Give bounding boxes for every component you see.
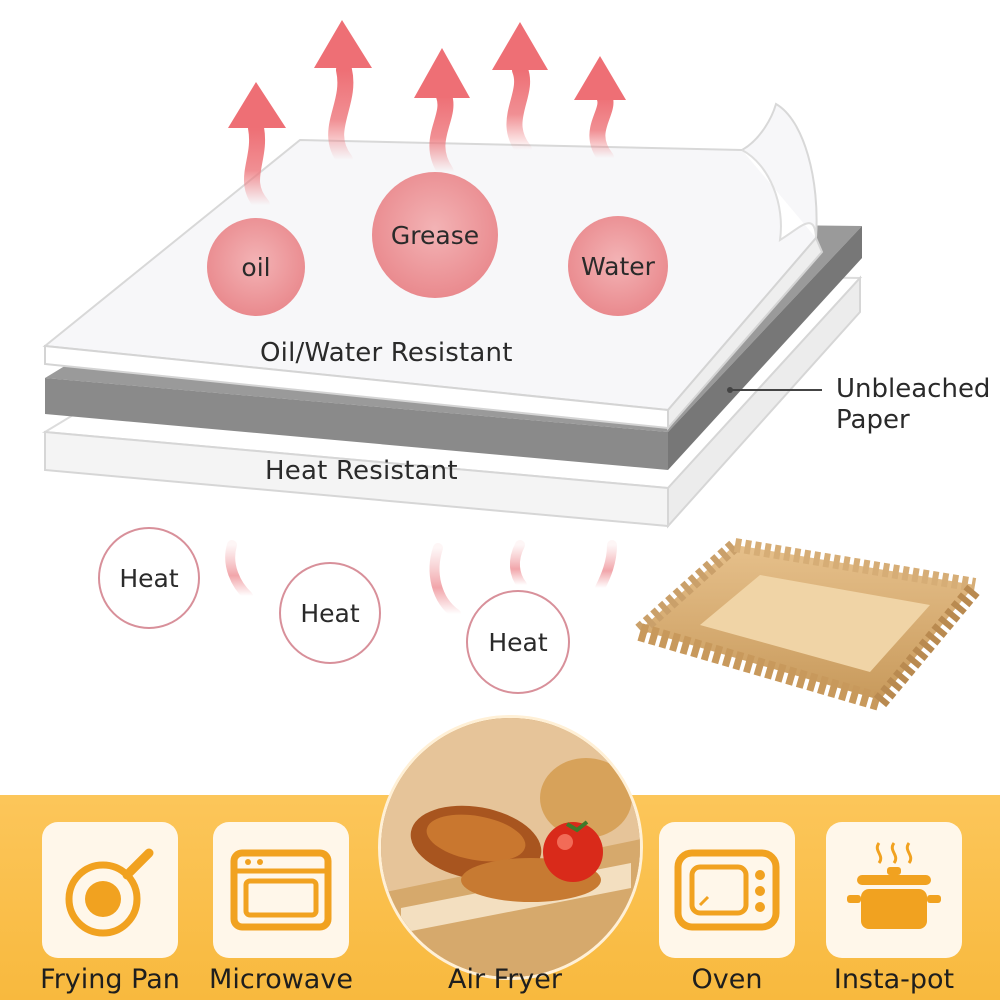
heat-label: Heat <box>488 627 548 657</box>
grease-bubble-label: Grease <box>390 220 480 250</box>
heat-bubble: Heat <box>279 562 381 664</box>
frying-pan-card <box>42 822 178 958</box>
rising-arrows <box>228 20 626 213</box>
microwave-icon <box>230 849 332 931</box>
frying-pan-label: Frying Pan <box>40 964 180 995</box>
grease-bubble: Grease <box>372 172 498 298</box>
arrow-icon <box>492 22 548 158</box>
heat-bubble: Heat <box>466 590 570 694</box>
callout-line-2: Paper <box>836 405 910 435</box>
heat-waves <box>225 540 617 619</box>
paper-tray-photo <box>635 538 982 711</box>
frying-pan-icon <box>65 848 154 937</box>
oven-icon <box>674 849 780 931</box>
callout-line-1: Unbleached <box>836 374 991 404</box>
heat-bubble: Heat <box>98 527 200 629</box>
insta-pot-card <box>826 822 962 958</box>
heat-label: Heat <box>300 598 360 628</box>
callout-line <box>727 387 822 393</box>
food-illustration <box>381 718 640 977</box>
arrow-icon <box>574 56 626 166</box>
air-fryer-label: Air Fryer <box>447 964 562 995</box>
oven-card <box>659 822 795 958</box>
arrow-icon <box>414 48 470 180</box>
insta-pot-icon <box>847 842 941 929</box>
oil-water-resistant-label: Oil/Water Resistant <box>260 338 513 368</box>
water-bubble-label: Water <box>581 251 655 281</box>
arrow-icon <box>314 20 372 168</box>
heat-resistant-label: Heat Resistant <box>265 456 458 486</box>
arrow-icon <box>228 82 286 213</box>
air-fryer-food-photo <box>378 715 643 980</box>
oil-bubble: oil <box>207 218 305 316</box>
unbleached-paper-callout: Unbleached Paper <box>836 374 990 436</box>
oven-label: Oven <box>691 964 763 995</box>
microwave-label: Microwave <box>209 964 353 995</box>
microwave-card <box>213 822 349 958</box>
heat-label: Heat <box>119 563 179 593</box>
oil-bubble-label: oil <box>241 252 271 282</box>
insta-pot-label: Insta-pot <box>833 964 955 995</box>
water-bubble: Water <box>568 216 668 316</box>
